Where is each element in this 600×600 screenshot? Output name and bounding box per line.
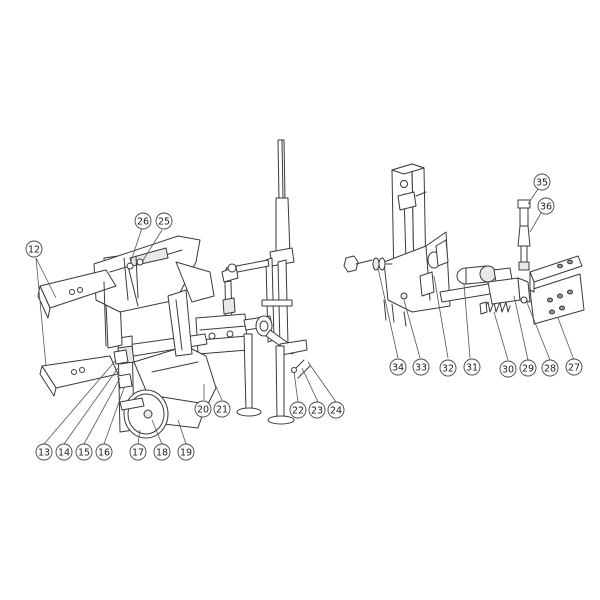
plough-assembly xyxy=(37,139,311,439)
svg-text:35: 35 xyxy=(536,178,548,189)
svg-text:16: 16 xyxy=(98,448,110,459)
svg-text:32: 32 xyxy=(442,364,454,375)
svg-text:30: 30 xyxy=(502,365,514,376)
callout-20: 20 xyxy=(194,400,212,418)
callout-19: 19 xyxy=(177,443,195,461)
mounting-plate xyxy=(383,231,451,327)
callout-17: 17 xyxy=(129,443,147,461)
callout-30: 30 xyxy=(499,360,517,378)
callout-32: 32 xyxy=(439,359,457,377)
clamp-block xyxy=(487,277,531,305)
callout-21: 21 xyxy=(213,400,231,418)
svg-text:22: 22 xyxy=(292,406,304,417)
callout-35: 35 xyxy=(533,173,551,191)
svg-text:13: 13 xyxy=(38,448,50,459)
svg-text:36: 36 xyxy=(540,202,552,213)
callouts: 12 26 25 13 14 15 16 17 18 19 20 21 22 2… xyxy=(25,173,583,461)
svg-text:28: 28 xyxy=(544,364,556,375)
lower-share xyxy=(39,355,119,397)
svg-text:29: 29 xyxy=(522,364,534,375)
callout-14: 14 xyxy=(55,443,73,461)
svg-text:21: 21 xyxy=(216,405,228,416)
svg-text:24: 24 xyxy=(330,406,342,417)
callout-13: 13 xyxy=(35,443,53,461)
callout-34: 34 xyxy=(389,358,407,376)
slotted-bracket xyxy=(529,255,585,325)
callout-23: 23 xyxy=(308,401,326,419)
svg-text:31: 31 xyxy=(466,363,478,374)
callout-25: 25 xyxy=(155,212,173,230)
callout-29: 29 xyxy=(519,359,537,377)
callout-33: 33 xyxy=(412,358,430,376)
svg-text:25: 25 xyxy=(158,217,170,228)
adjust-rods xyxy=(103,255,144,389)
callout-31: 31 xyxy=(463,358,481,376)
leader-lines xyxy=(35,185,575,445)
svg-text:19: 19 xyxy=(180,448,192,459)
svg-text:34: 34 xyxy=(392,363,404,374)
disc-coulter xyxy=(119,389,169,439)
callout-26: 26 xyxy=(134,212,152,230)
svg-text:18: 18 xyxy=(156,448,168,459)
svg-text:15: 15 xyxy=(78,448,90,459)
svg-text:23: 23 xyxy=(311,406,323,417)
svg-text:12: 12 xyxy=(28,245,40,256)
callout-15: 15 xyxy=(75,443,93,461)
svg-text:26: 26 xyxy=(137,217,149,228)
svg-text:33: 33 xyxy=(415,363,427,374)
lower-hitch-frame xyxy=(195,313,308,356)
support-leg xyxy=(236,333,295,425)
hex-bolt-washers xyxy=(343,255,393,273)
callout-24: 24 xyxy=(327,401,345,419)
callout-22: 22 xyxy=(289,401,307,419)
callout-27: 27 xyxy=(565,358,583,376)
svg-text:14: 14 xyxy=(58,448,70,459)
svg-text:17: 17 xyxy=(132,448,144,459)
callout-16: 16 xyxy=(95,443,113,461)
svg-text:27: 27 xyxy=(568,363,580,374)
hitch-mast xyxy=(261,139,295,347)
callout-36: 36 xyxy=(537,197,555,215)
svg-text:20: 20 xyxy=(197,405,209,416)
callout-18: 18 xyxy=(153,443,171,461)
callout-28: 28 xyxy=(541,359,559,377)
spring xyxy=(479,301,511,315)
turnbuckle-link xyxy=(517,199,531,271)
hitch-bracket-assembly xyxy=(343,163,585,327)
callout-12: 12 xyxy=(25,240,43,258)
upper-share xyxy=(37,269,117,319)
upper-mouldboard xyxy=(93,235,215,313)
